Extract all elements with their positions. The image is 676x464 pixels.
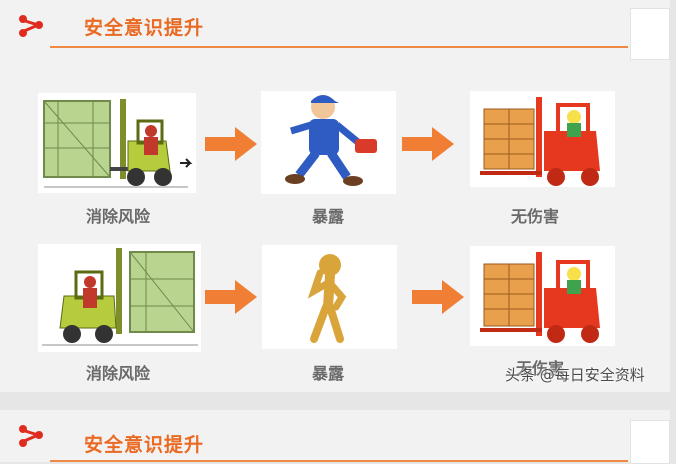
forklift-carrying-boxes-image	[470, 246, 615, 346]
section-card: 安全意识提升	[0, 0, 670, 392]
step-label: 无伤害	[515, 359, 564, 378]
right-arrow-icon	[402, 127, 454, 161]
right-arrow-icon	[205, 127, 257, 161]
step-label: 消除风险	[85, 364, 150, 383]
share-logo-icon	[19, 15, 43, 37]
forklift-near-crate-image	[38, 244, 201, 352]
title-underline	[50, 460, 628, 462]
right-arrow-icon	[205, 280, 257, 314]
section-title: 安全意识提升	[84, 17, 205, 39]
step-label: 暴露	[311, 207, 344, 226]
share-logo-icon	[19, 425, 43, 447]
watermark: 头条 @每日安全资料	[505, 366, 645, 384]
step-label: 无伤害	[510, 207, 559, 226]
right-arrow-icon	[412, 280, 464, 314]
forklift-carrying-boxes-image	[470, 91, 615, 187]
thinking-figure-image	[262, 245, 397, 349]
section-card: 安全意识提升	[0, 410, 670, 464]
corner-box	[630, 420, 670, 464]
title-underline	[50, 46, 628, 48]
section-title: 安全意识提升	[84, 434, 205, 456]
running-worker-image	[261, 91, 396, 194]
corner-box	[630, 8, 670, 60]
step-label: 消除风险	[85, 207, 150, 226]
forklift-approaching-crate-image	[38, 93, 196, 193]
step-label: 暴露	[311, 364, 344, 383]
